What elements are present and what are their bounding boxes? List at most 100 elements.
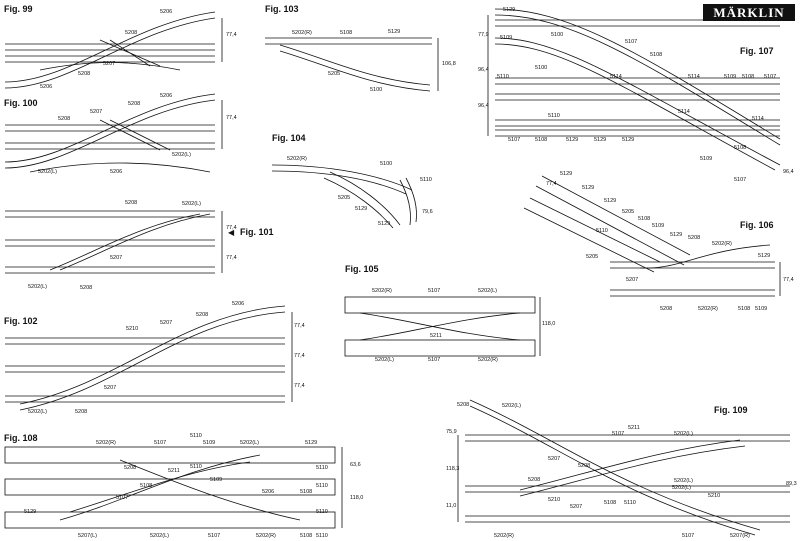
fig-102-tracks <box>5 305 293 411</box>
fig-109-part: 5207 <box>548 456 561 462</box>
fig-109-part: 5208 <box>457 402 470 408</box>
arrow-left-icon: ◀ <box>228 228 235 237</box>
fig-100-part: 5206 <box>110 169 123 175</box>
fig-105-part: 5202(R) <box>372 288 392 294</box>
fig-108-part: 5202(L) <box>150 533 169 539</box>
fig-107-part: 5114 <box>752 116 764 122</box>
fig-104-tracks <box>271 164 417 229</box>
fig-104-part: 5205 <box>338 195 351 201</box>
marklin-logo: MÄRKLIN <box>703 4 795 21</box>
fig-105-part: 5202(R) <box>478 357 498 363</box>
fig-109-part: 5210 <box>708 493 721 499</box>
fig-106-part: 5108 <box>738 306 751 312</box>
fig-106-part: 5129 <box>758 253 771 259</box>
fig-109-part: 5107 <box>682 533 695 539</box>
fig-109-dim: 11,0 <box>446 503 457 509</box>
fig-107-part: 5100 <box>535 65 548 71</box>
fig-106-part: 5205 <box>586 254 599 260</box>
fig-100-part: 5202(L) <box>172 152 191 158</box>
fig-108-part: 5107 <box>154 440 167 446</box>
fig-101-title: Fig. 101 <box>240 227 274 237</box>
fig-108-part: 5107 <box>116 495 129 501</box>
fig-108-part: 5110 <box>190 464 202 470</box>
fig-108-dim: 118,0 <box>350 495 364 501</box>
fig-105-part: 5211 <box>430 333 442 339</box>
fig-105-part: 5107 <box>428 288 441 294</box>
fig-108-part: 5208 <box>124 465 137 471</box>
fig-101-dim: 77,4 <box>226 225 237 231</box>
fig-108-part: 5129 <box>24 509 37 515</box>
fig-107-part: 5108 <box>734 145 747 151</box>
fig-106-part: 5109 <box>652 223 665 229</box>
fig-108-part: 5202(L) <box>240 440 259 446</box>
fig-100-part: 5207 <box>90 109 103 115</box>
fig-109-title: Fig. 109 <box>714 405 748 415</box>
fig-100-part: 5208 <box>58 116 71 122</box>
fig-102-part: 5208 <box>75 409 88 415</box>
fig-108-part: 5110 <box>316 509 328 515</box>
fig-108-part: 5109 <box>210 477 223 483</box>
fig-99-tracks <box>4 11 223 89</box>
fig-107-title: Fig. 107 <box>740 46 774 56</box>
fig-101-part: 5202(L) <box>182 201 201 207</box>
fig-102-dim: 77,4 <box>294 323 305 329</box>
fig-103-part: 5100 <box>370 87 383 93</box>
fig-109-part: 5208 <box>578 463 591 469</box>
fig-102-part: 5208 <box>196 312 209 318</box>
fig-105-dim: 118,0 <box>542 321 556 327</box>
fig-106-part: 5208 <box>688 235 701 241</box>
fig-107-part: 5114 <box>678 109 690 115</box>
fig-109-part: 5202(R) <box>494 533 514 539</box>
fig-106-dim: 77,4 <box>546 181 557 187</box>
fig-107-part: 5108 <box>742 74 755 80</box>
fig-106-part: 5129 <box>670 232 683 238</box>
fig-102-dim: 77,4 <box>294 353 305 359</box>
fig-99-part: 5208 <box>78 71 91 77</box>
fig-103-part: 5205 <box>328 71 341 77</box>
fig-109-part: 5108 <box>604 500 617 506</box>
fig-107-part: 5107 <box>734 177 747 183</box>
fig-107-part: 5129 <box>594 137 607 143</box>
fig-109-part: 5107 <box>612 431 625 437</box>
fig-102-part: 5202(L) <box>28 409 47 415</box>
fig-108-part: 5108 <box>140 483 153 489</box>
fig-102-title: Fig. 102 <box>4 316 38 326</box>
fig-106-part: 5129 <box>560 171 573 177</box>
fig-108-part: 5202(R) <box>256 533 276 539</box>
fig-105-tracks <box>344 296 541 357</box>
fig-107-part: 5107 <box>625 39 638 45</box>
fig-107-part: 5114 <box>688 74 700 80</box>
fig-108-part: 5110 <box>316 533 328 539</box>
fig-109-part: 5208 <box>528 477 541 483</box>
fig-107-tracks <box>487 8 781 171</box>
fig-109-part: 5210 <box>548 497 561 503</box>
fig-109-part: 5202(L) <box>674 431 693 437</box>
fig-109-part: 5211 <box>628 425 640 431</box>
fig-109-part: 5207 <box>570 504 583 510</box>
fig-103-part: 5202(R) <box>292 30 312 36</box>
fig-107-part: 5107 <box>764 74 777 80</box>
fig-106-part: 5202(R) <box>698 306 718 312</box>
fig-104-part: 5129 <box>355 206 368 212</box>
fig-100-dim: 77,4 <box>226 115 237 121</box>
fig-100-part: 5206 <box>160 93 173 99</box>
fig-107-dim: 96,4 <box>478 67 489 73</box>
fig-108-part: 5110 <box>190 433 202 439</box>
fig-108-part: 5129 <box>305 440 318 446</box>
fig-101-tracks <box>5 210 223 274</box>
fig-106-part: 5109 <box>755 306 768 312</box>
fig-101-part: 5208 <box>125 200 138 206</box>
fig-106-part: 5205 <box>622 209 635 215</box>
fig-99-part: 5208 <box>125 30 138 36</box>
fig-108-dim: 63,6 <box>350 462 361 468</box>
fig-106-part: 5110 <box>596 228 608 234</box>
fig-107-part: 5129 <box>622 137 635 143</box>
fig-102-dim: 77,4 <box>294 383 305 389</box>
fig-107-part: 5109 <box>700 156 713 162</box>
fig-107-dim: 96,4 <box>478 103 489 109</box>
fig-105-part: 5202(L) <box>478 288 497 294</box>
fig-109-dim: 89,3 <box>786 481 797 487</box>
fig-103-part: 5108 <box>340 30 353 36</box>
fig-107-part: 5107 <box>508 137 521 143</box>
fig-108-part: 5211 <box>168 468 180 474</box>
